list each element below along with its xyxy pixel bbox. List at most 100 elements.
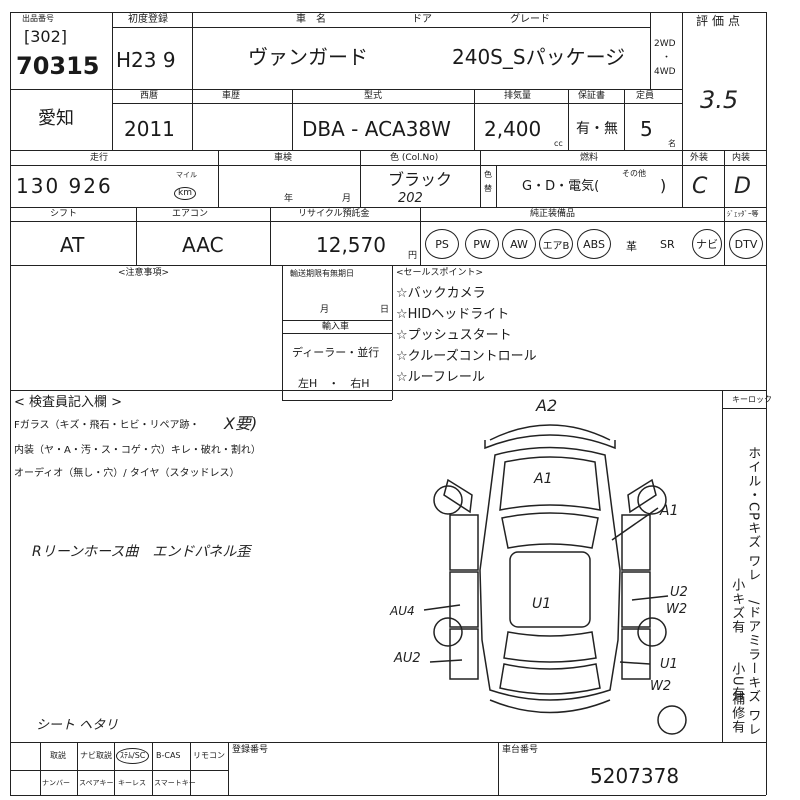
mark-a1-top: A1 (534, 471, 553, 487)
car-diagram (423, 424, 687, 735)
right-rear-door (621, 628, 651, 680)
footer-v2 (77, 742, 78, 795)
row2-v2 (292, 89, 293, 150)
row1-v2 (192, 12, 193, 90)
front-bumper-inner (484, 434, 616, 450)
left-front-door (449, 571, 479, 628)
keys-v (722, 390, 723, 742)
row3-v1 (218, 150, 219, 207)
label-inspection: 車歴 (222, 91, 241, 101)
right-mirror (627, 478, 657, 514)
label-sales: <セールスポイント> (396, 268, 484, 278)
mark-w2-lower: W2 (650, 679, 672, 694)
label-recycle: リサイクル預託金 (298, 209, 370, 219)
row2-v3 (474, 89, 475, 150)
model-name: ヴァンガード (248, 45, 368, 69)
row4-v1 (136, 207, 137, 265)
equipment-pw: PW (465, 229, 499, 259)
row-2-divider (10, 150, 766, 151)
cc-unit: cc (554, 139, 563, 148)
label-first-reg: 初度登録 (128, 14, 168, 25)
recycle: 12,570 (316, 233, 386, 257)
seats: 5 (640, 117, 653, 141)
row3-v4 (682, 150, 683, 207)
interior-line: 内装（ヤ・A・汚・ス・コゲ・穴）キレ・破れ・割れ） (14, 445, 261, 456)
sales-point: ☆プッシュスタート (396, 328, 512, 343)
aircon: AAC (182, 233, 224, 257)
vertical-note: 補修有 (729, 692, 745, 734)
audio-line: オーディオ（無し・穴）/ タイヤ（スタッドレス） (14, 468, 240, 479)
footer-v5 (190, 742, 191, 795)
color: ブラック (388, 170, 453, 189)
vertical-note: ホイル・CPキズ ワレ (745, 446, 761, 583)
mark-a2: A2 (536, 396, 558, 415)
footer-number: ナンバー (42, 779, 70, 787)
glass-mark: X要) (224, 414, 258, 433)
row2-v1 (192, 89, 193, 150)
rear-window (503, 631, 597, 663)
timing-month: 月 (320, 305, 330, 315)
row-4-divider (10, 265, 766, 266)
grade: 240S_Sパッケージ (452, 45, 626, 69)
row3-v2 (360, 150, 361, 207)
border-left (10, 12, 11, 795)
notes-h2 (282, 333, 392, 334)
hood (499, 456, 601, 511)
footer-v3 (114, 742, 115, 795)
label-timing: 輸送期限有無期日 (290, 269, 354, 278)
label-cc: 排気量 (504, 91, 532, 101)
label-reg-no: 登録番号 (232, 745, 269, 755)
label-notes: <注意事項> (118, 268, 170, 278)
row-3-divider (10, 207, 766, 208)
row3-v3b (496, 165, 497, 207)
import-steering: 左H ・ 右H (298, 377, 370, 390)
front-bumper (489, 424, 611, 441)
drive-2wd: 2WD (654, 39, 676, 49)
footer-bcas: B-CAS (156, 751, 181, 760)
wheel-front-left (433, 485, 463, 515)
mark-au4: AU4 (390, 604, 415, 618)
notes-v1 (282, 265, 283, 400)
equipment-ps: PS (425, 229, 459, 259)
inspection-label: < 検査員記入欄 > (14, 395, 123, 410)
color-code: 202 (398, 191, 423, 206)
vertical-note: /ドアミラーキズ ワレ (745, 600, 761, 737)
footer-smart-key: スマートキー (154, 779, 196, 787)
yen: 円 (408, 251, 418, 261)
mark-au2: AU2 (394, 651, 421, 666)
vertical-note: 小キズ有 (729, 578, 745, 634)
row3-v5 (724, 150, 725, 207)
left-front-fender (449, 514, 479, 571)
row1-label-line (112, 27, 650, 28)
shift: AT (60, 233, 85, 257)
mileage-unit-km: km (174, 187, 196, 200)
sales-point: ☆バックカメラ (396, 286, 486, 301)
displacement: 2,400 (484, 117, 542, 141)
wheel-rear-left (433, 617, 463, 647)
pointer-au2 (429, 659, 463, 663)
border-top (10, 12, 766, 13)
footer-mid-line (10, 770, 228, 771)
sales-point: ☆クルーズコントロール (396, 349, 537, 364)
row1-v1 (112, 12, 113, 150)
vertical-note: 小U有 (729, 662, 745, 701)
equipment-leather: 革 (626, 240, 637, 253)
footer-navi-manual: ナビ取説 (80, 751, 112, 760)
fuel-options: G・D・電気( (522, 179, 600, 194)
label-interior: 内装 (732, 153, 751, 163)
label-tv: ｼﾞｪｯﾀﾞｰ等 (727, 210, 759, 218)
label-score: 評価点 (696, 14, 745, 28)
notes-divider (10, 390, 766, 391)
row2-label-line (112, 103, 682, 104)
exterior-grade: C (692, 174, 708, 199)
lot-number: 70315 (16, 52, 100, 80)
label-year: 西暦 (140, 91, 159, 101)
first-reg: H23 9 (116, 48, 176, 72)
footer-manual: 取説 (50, 751, 66, 760)
mark-u1: U1 (532, 596, 552, 612)
equipment-aw: AW (502, 229, 536, 259)
tailgate (499, 663, 601, 695)
label-mileage: 走行 (90, 153, 109, 163)
year: 2011 (124, 117, 175, 141)
